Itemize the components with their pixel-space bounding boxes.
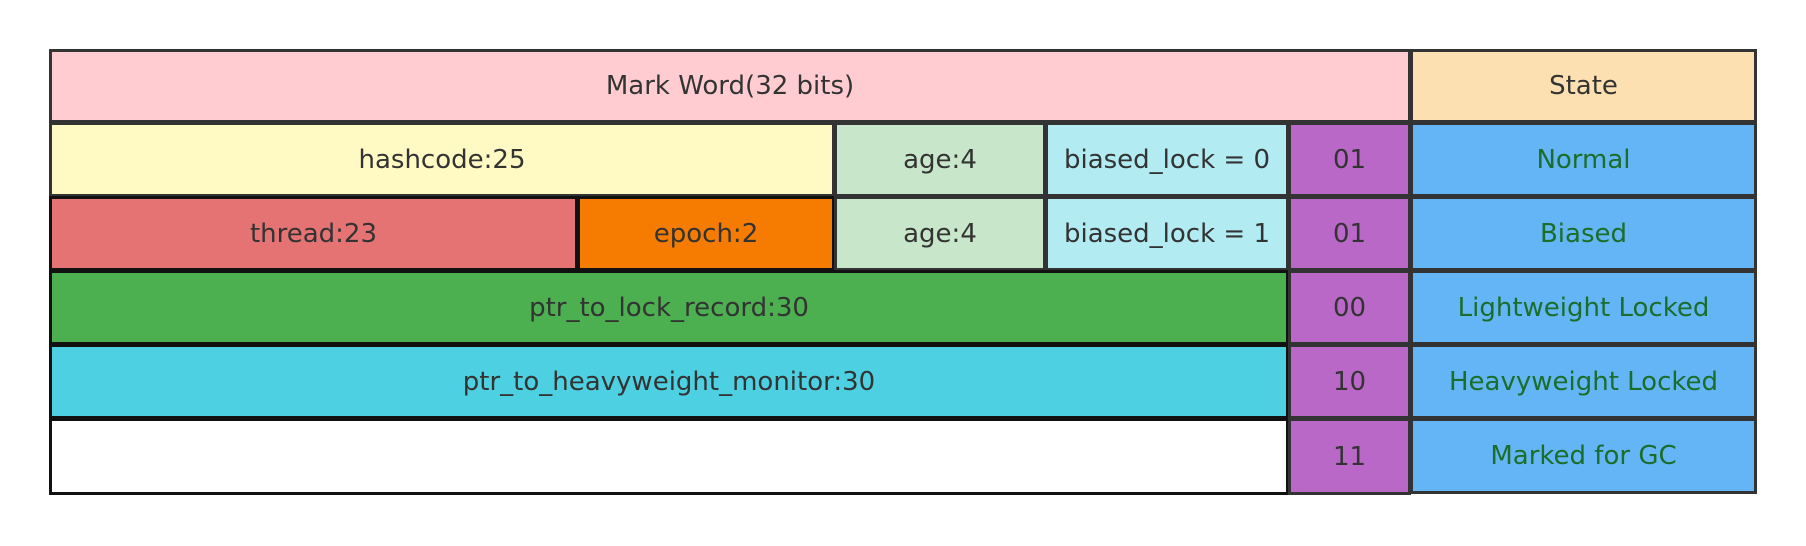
ptr-to-heavyweight-monitor-field: ptr_to_heavyweight_monitor:30 bbox=[49, 344, 1289, 419]
state-lightweight-locked: Lightweight Locked bbox=[1410, 270, 1757, 345]
age-field: age:4 bbox=[834, 122, 1046, 197]
state-biased: Biased bbox=[1410, 196, 1757, 271]
age-field: age:4 bbox=[834, 196, 1046, 271]
lock-bits-cell: 10 bbox=[1288, 344, 1411, 419]
lock-bits-cell: 01 bbox=[1288, 196, 1411, 271]
state-heavyweight-locked: Heavyweight Locked bbox=[1410, 344, 1757, 419]
lock-bits-cell: 11 bbox=[1288, 418, 1411, 495]
thread-field: thread:23 bbox=[49, 196, 578, 271]
empty-field bbox=[49, 418, 1289, 495]
mark-word-header: Mark Word(32 bits) bbox=[49, 49, 1411, 123]
state-header: State bbox=[1410, 49, 1757, 123]
biased-lock-field: biased_lock = 1 bbox=[1045, 196, 1289, 271]
ptr-to-lock-record-field: ptr_to_lock_record:30 bbox=[49, 270, 1289, 345]
state-marked-for-gc: Marked for GC bbox=[1410, 418, 1757, 494]
hashcode-field: hashcode:25 bbox=[49, 122, 835, 197]
state-normal: Normal bbox=[1410, 122, 1757, 197]
lock-bits-cell: 00 bbox=[1288, 270, 1411, 345]
epoch-field: epoch:2 bbox=[577, 196, 835, 271]
biased-lock-field: biased_lock = 0 bbox=[1045, 122, 1289, 197]
lock-bits-cell: 01 bbox=[1288, 122, 1411, 197]
